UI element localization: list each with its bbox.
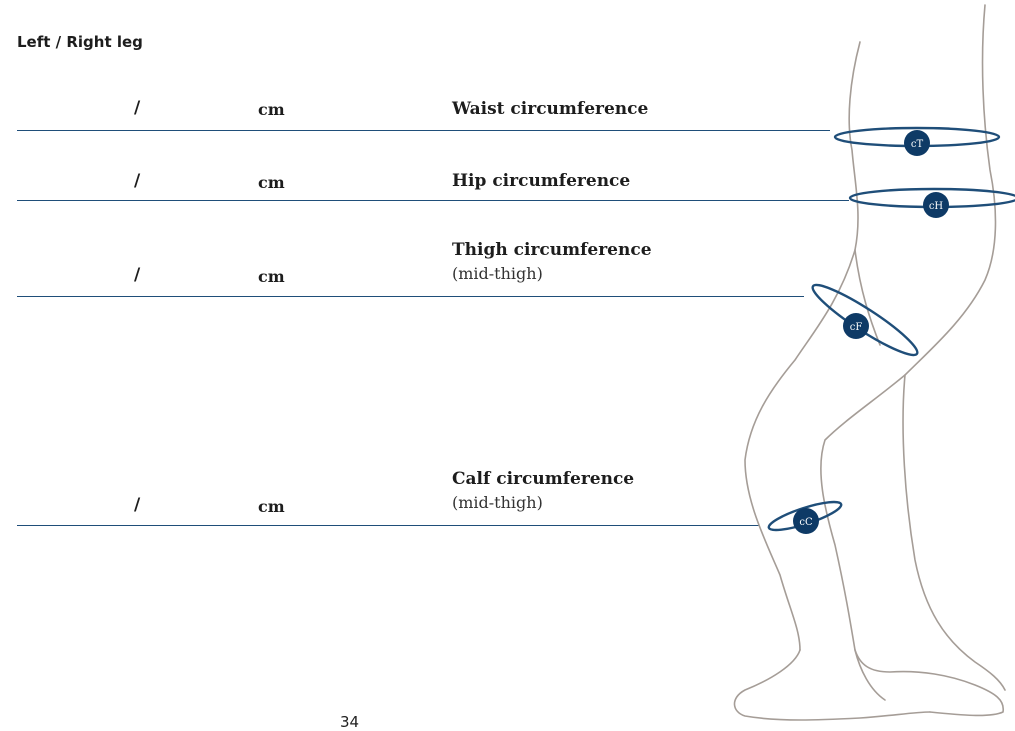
calf-marker-label: cC <box>799 517 813 528</box>
calf-ring: cC <box>767 500 843 534</box>
hip-slash: / <box>134 171 141 191</box>
waist-marker-label: cT <box>911 139 924 150</box>
thigh-marker-icon <box>843 313 869 339</box>
calf-entry-line <box>17 525 759 526</box>
page-number: 34 <box>340 713 360 731</box>
waist-ring: cT <box>833 126 1001 156</box>
waist-marker-icon <box>904 130 930 156</box>
leg-outline <box>733 4 1006 721</box>
hip-marker-label: cH <box>929 201 944 212</box>
waist-label: Waist circumference <box>452 99 649 119</box>
hip-entry-line <box>17 200 849 201</box>
hip-ring: cH <box>848 187 1015 218</box>
thigh-slash: / <box>134 265 141 285</box>
calf-unit: cm <box>258 497 285 516</box>
waist-unit: cm <box>258 100 285 119</box>
page-heading: Left / Right leg <box>17 33 143 51</box>
waist-slash: / <box>134 98 141 118</box>
thigh-marker-label: cF <box>850 322 863 333</box>
calf-marker-icon <box>793 508 819 534</box>
thigh-unit: cm <box>258 267 285 286</box>
thigh-label: Thigh circumference <box>452 240 652 260</box>
calf-sublabel: (mid-thigh) <box>452 493 543 512</box>
calf-label: Calf circumference <box>452 469 635 489</box>
waist-entry-line <box>17 130 830 131</box>
hip-label: Hip circumference <box>452 171 631 191</box>
thigh-ring: cF <box>811 283 919 357</box>
hip-unit: cm <box>258 173 285 192</box>
calf-slash: / <box>134 495 141 515</box>
thigh-entry-line <box>17 296 804 297</box>
thigh-sublabel: (mid-thigh) <box>452 264 543 283</box>
hip-marker-icon <box>923 192 949 218</box>
